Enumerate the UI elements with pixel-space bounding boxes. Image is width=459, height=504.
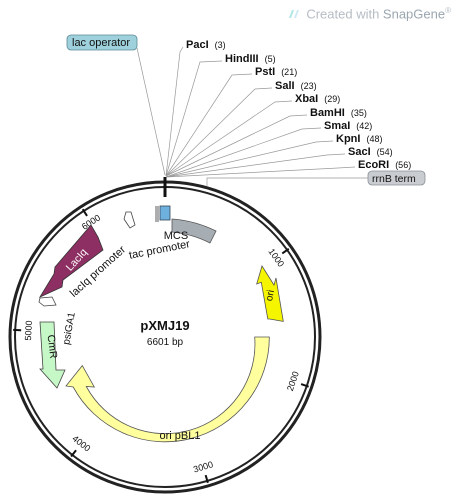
- site-bamhi[interactable]: BamHI (35): [165, 107, 367, 177]
- tick-label-1000: 1000: [266, 247, 286, 269]
- lac-operator-label: lac operator: [72, 37, 130, 49]
- tac-promoter-label: tac promoter: [128, 238, 191, 262]
- site-hindiii[interactable]: HindIII (5): [165, 53, 276, 177]
- ori-pBL1-label: ori pBL1: [160, 430, 201, 442]
- cmR-label: CmR: [45, 334, 60, 360]
- site-ecori[interactable]: EcoRI (56): [165, 159, 411, 178]
- site-position: (56): [395, 160, 411, 170]
- svg-text:PacI(3): PacI (3): [186, 39, 226, 51]
- rrnB-term-label: rrnB term: [372, 173, 416, 185]
- site-kpni[interactable]: KpnI (48): [165, 133, 382, 178]
- svg-text:SacI(54): SacI (54): [348, 146, 393, 158]
- psiGA1-label: psiGA1: [61, 311, 78, 346]
- watermark-prefix: Created with: [306, 6, 383, 22]
- site-smai[interactable]: SmaI (42): [165, 120, 372, 178]
- site-enzyme: SmaI: [324, 120, 350, 132]
- snapgene-watermark: Created with SnapGene®: [288, 6, 451, 21]
- site-xbai[interactable]: XbaI (29): [165, 93, 340, 177]
- svg-text:XbaI(29): XbaI (29): [295, 93, 340, 105]
- terminator-feature[interactable]: [171, 218, 217, 244]
- mcs-label: MCS: [164, 230, 188, 242]
- mcs-feature[interactable]: [159, 205, 171, 221]
- site-position: (35): [351, 108, 367, 118]
- site-position: (21): [281, 67, 297, 77]
- site-paci[interactable]: PacI (3): [165, 39, 226, 177]
- tick-label-2000: 2000: [285, 370, 301, 392]
- site-enzyme: SalI: [275, 80, 295, 92]
- snapgene-logo-icon: [289, 10, 300, 19]
- tick-2000: [300, 383, 309, 388]
- tick-label-4000: 4000: [70, 433, 92, 453]
- svg-text:BamHI(35): BamHI (35): [310, 107, 367, 119]
- site-enzyme: BamHI: [310, 107, 345, 119]
- site-enzyme: PstI: [255, 66, 275, 78]
- tick-6000: [81, 208, 88, 217]
- site-position: (42): [356, 121, 372, 131]
- svg-text:PstI(21): PstI (21): [255, 66, 297, 78]
- site-position: (5): [265, 54, 276, 64]
- svg-text:HindIII(5): HindIII (5): [225, 53, 276, 65]
- ori-pBL1-feature[interactable]: [65, 336, 270, 443]
- site-enzyme: SacI: [348, 146, 371, 158]
- cmR-feature[interactable]: [39, 321, 66, 389]
- site-enzyme: PacI: [186, 39, 209, 51]
- tick-label-3000: 3000: [192, 459, 214, 474]
- site-enzyme: EcoRI: [358, 159, 389, 171]
- svg-text:KpnI(48): KpnI (48): [336, 133, 382, 145]
- site-sali[interactable]: SalI (23): [165, 80, 317, 177]
- tick-1000: [281, 247, 290, 255]
- site-enzyme: XbaI: [295, 93, 318, 105]
- lacIq-feature[interactable]: [38, 224, 104, 298]
- mcs-hatch: [155, 206, 159, 222]
- svg-text:SmaI(42): SmaI (42): [324, 120, 372, 132]
- restriction-sites: PacI (3) HindIII (5) PstI (21) SalI (23) Xba…: [165, 39, 411, 178]
- watermark-brand: SnapGene: [382, 6, 446, 22]
- tick-4000: [70, 449, 77, 458]
- svg-text:EcoRI(56): EcoRI (56): [358, 159, 411, 171]
- site-position: (54): [377, 147, 393, 157]
- plasmid-length: 6601 bp: [147, 337, 184, 348]
- ori-label: ori: [264, 289, 277, 302]
- psiGA1-feature[interactable]: [38, 296, 57, 307]
- site-enzyme: HindIII: [225, 53, 259, 65]
- rrnB-term-callout[interactable]: rrnB term: [206, 170, 426, 186]
- ori-feature[interactable]: [256, 265, 284, 322]
- site-saci[interactable]: SacI (54): [165, 146, 393, 178]
- site-enzyme: KpnI: [336, 133, 360, 145]
- tick-label-5000: 5000: [23, 320, 34, 340]
- site-position: (23): [301, 81, 317, 91]
- lac-operator-callout[interactable]: lac operator: [66, 34, 166, 176]
- tac-promoter-feature[interactable]: [123, 211, 136, 229]
- plasmid-name: pXMJ19: [140, 318, 189, 333]
- tick-3000: [204, 474, 209, 484]
- site-position: (48): [366, 134, 382, 144]
- svg-text:SalI(23): SalI (23): [275, 80, 317, 92]
- site-position: (29): [324, 94, 340, 104]
- site-position: (3): [215, 40, 226, 50]
- watermark-mark: ®: [445, 6, 451, 15]
- site-psti[interactable]: PstI (21): [165, 66, 297, 177]
